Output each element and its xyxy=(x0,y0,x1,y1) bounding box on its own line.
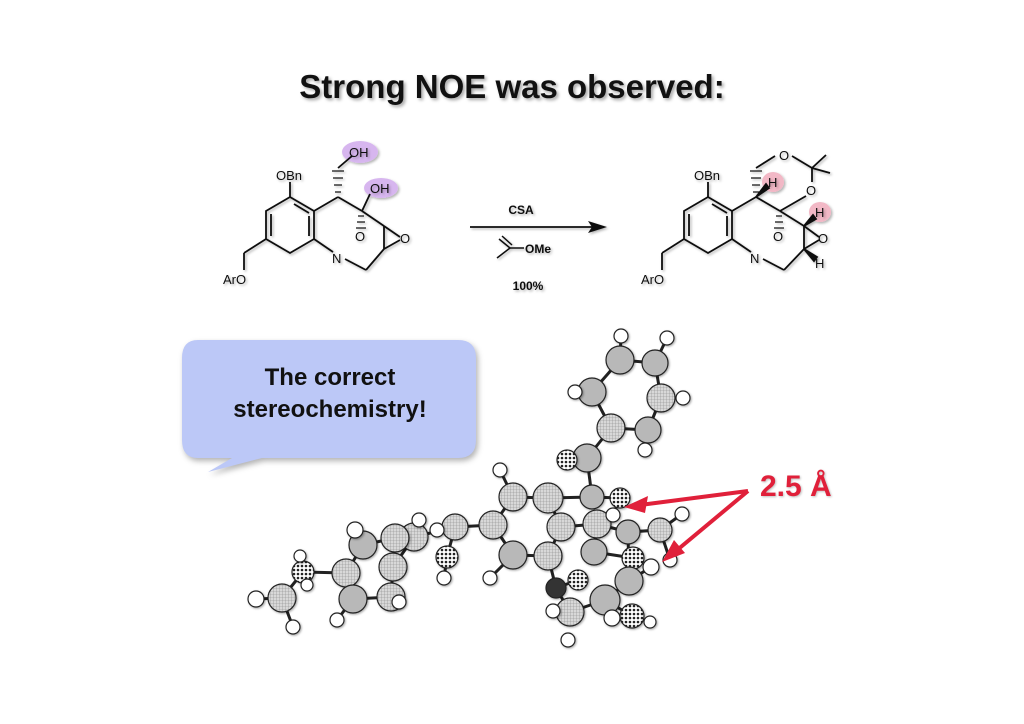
hydrogen-atom xyxy=(329,612,345,628)
hydrogen-atom xyxy=(411,512,427,528)
yield-label: 100% xyxy=(513,279,544,293)
heavy-atom xyxy=(580,538,608,566)
heavy-atom xyxy=(267,583,297,613)
hydrogen-atom xyxy=(642,558,660,576)
n-label: N xyxy=(332,251,341,266)
heavy-atom xyxy=(546,512,576,542)
heavy-atom xyxy=(532,482,564,514)
product-structure xyxy=(661,154,831,271)
heavy-atom xyxy=(338,584,368,614)
heavy-atom xyxy=(615,519,641,545)
product-labels: OBn ArO N O O O O H H H xyxy=(641,148,828,287)
callout-bubble xyxy=(182,340,476,472)
noe-arrow xyxy=(674,489,750,553)
hydrogen-atom xyxy=(603,609,621,627)
hydrogen-atom xyxy=(659,330,675,346)
heavy-atom xyxy=(605,345,635,375)
hydrogen-atom xyxy=(560,632,576,648)
heavy-atom xyxy=(567,569,589,591)
reaction-arrow xyxy=(470,221,607,259)
aro-label: ArO xyxy=(223,272,246,287)
hydrogen-atom xyxy=(391,594,407,610)
o-epoxide-label: O xyxy=(818,231,828,246)
reagent-ome: OMe xyxy=(525,242,551,256)
heavy-atom xyxy=(498,540,528,570)
obn-label: OBn xyxy=(276,168,302,183)
heavy-atom xyxy=(614,566,644,596)
arrowhead-icon xyxy=(624,496,648,513)
methoxypropene-structure xyxy=(496,235,524,259)
heavy-atom xyxy=(619,603,645,629)
h-label: H xyxy=(768,175,777,190)
heavy-atom xyxy=(378,552,408,582)
noe-arrow xyxy=(639,489,749,507)
heavy-atom xyxy=(331,558,361,588)
hydrogen-atom xyxy=(545,603,561,619)
heavy-atom xyxy=(435,545,459,569)
o-bridge-label: O xyxy=(773,229,783,244)
heavy-atom xyxy=(533,541,563,571)
hydrogen-atom xyxy=(429,522,445,538)
hydrogen-atom xyxy=(674,506,690,522)
heavy-atom xyxy=(545,577,567,599)
heavy-atom xyxy=(380,523,410,553)
h-label: H xyxy=(815,256,824,271)
obn-label: OBn xyxy=(694,168,720,183)
o-epoxide-label: O xyxy=(400,231,410,246)
heavy-atom xyxy=(641,349,669,377)
reagent-csa: CSA xyxy=(508,203,534,217)
hydrogen-atom xyxy=(247,590,265,608)
heavy-atom xyxy=(646,383,676,413)
o-acetonide-label: O xyxy=(779,148,789,163)
hydrogen-atom xyxy=(613,328,629,344)
heavy-atom xyxy=(478,510,508,540)
molecular-model xyxy=(247,328,691,648)
arrowhead-icon xyxy=(662,540,685,562)
slide-title: Strong NOE was observed: xyxy=(299,68,725,105)
heavy-atom xyxy=(579,484,605,510)
hydrogen-atom xyxy=(293,549,307,563)
callout-text: The correct stereochemistry! xyxy=(185,362,475,426)
heavy-atom xyxy=(647,517,673,543)
h-label: H xyxy=(815,205,824,220)
heavy-atom xyxy=(556,449,578,471)
aro-label: ArO xyxy=(641,272,664,287)
hydrogen-atom xyxy=(492,462,508,478)
starting-material-labels: OBn OH OH ArO N O O xyxy=(223,145,410,287)
hydrogen-atom xyxy=(643,615,657,629)
hydrogen-atom xyxy=(567,384,583,400)
noe-arrows xyxy=(624,489,750,562)
distance-label: 2.5 Å xyxy=(760,470,832,503)
hydrogen-atom xyxy=(346,521,364,539)
hydrogen-atom xyxy=(605,507,621,523)
o-bridge-label: O xyxy=(355,229,365,244)
heavy-atom xyxy=(582,509,612,539)
heavy-atom xyxy=(634,416,662,444)
n-label: N xyxy=(750,251,759,266)
heavy-atom xyxy=(596,413,626,443)
hydrogen-atom xyxy=(300,578,314,592)
callout-line-1: The correct xyxy=(264,364,396,391)
o-acetonide-label: O xyxy=(806,183,816,198)
hydrogen-atom xyxy=(675,390,691,406)
heavy-atom xyxy=(609,487,631,509)
hydrogen-atom xyxy=(482,570,498,586)
oh-label: OH xyxy=(370,181,390,196)
heavy-atom xyxy=(441,513,469,541)
hydrogen-atom xyxy=(436,570,452,586)
heavy-atom xyxy=(621,546,645,570)
heavy-atom xyxy=(498,482,528,512)
hydrogen-atom xyxy=(637,442,653,458)
oh-highlight xyxy=(364,178,398,198)
starting-material-structure xyxy=(243,141,401,271)
oh-label: OH xyxy=(349,145,369,160)
callout-line-2: stereochemistry! xyxy=(233,396,427,423)
hydrogen-atom xyxy=(285,619,301,635)
